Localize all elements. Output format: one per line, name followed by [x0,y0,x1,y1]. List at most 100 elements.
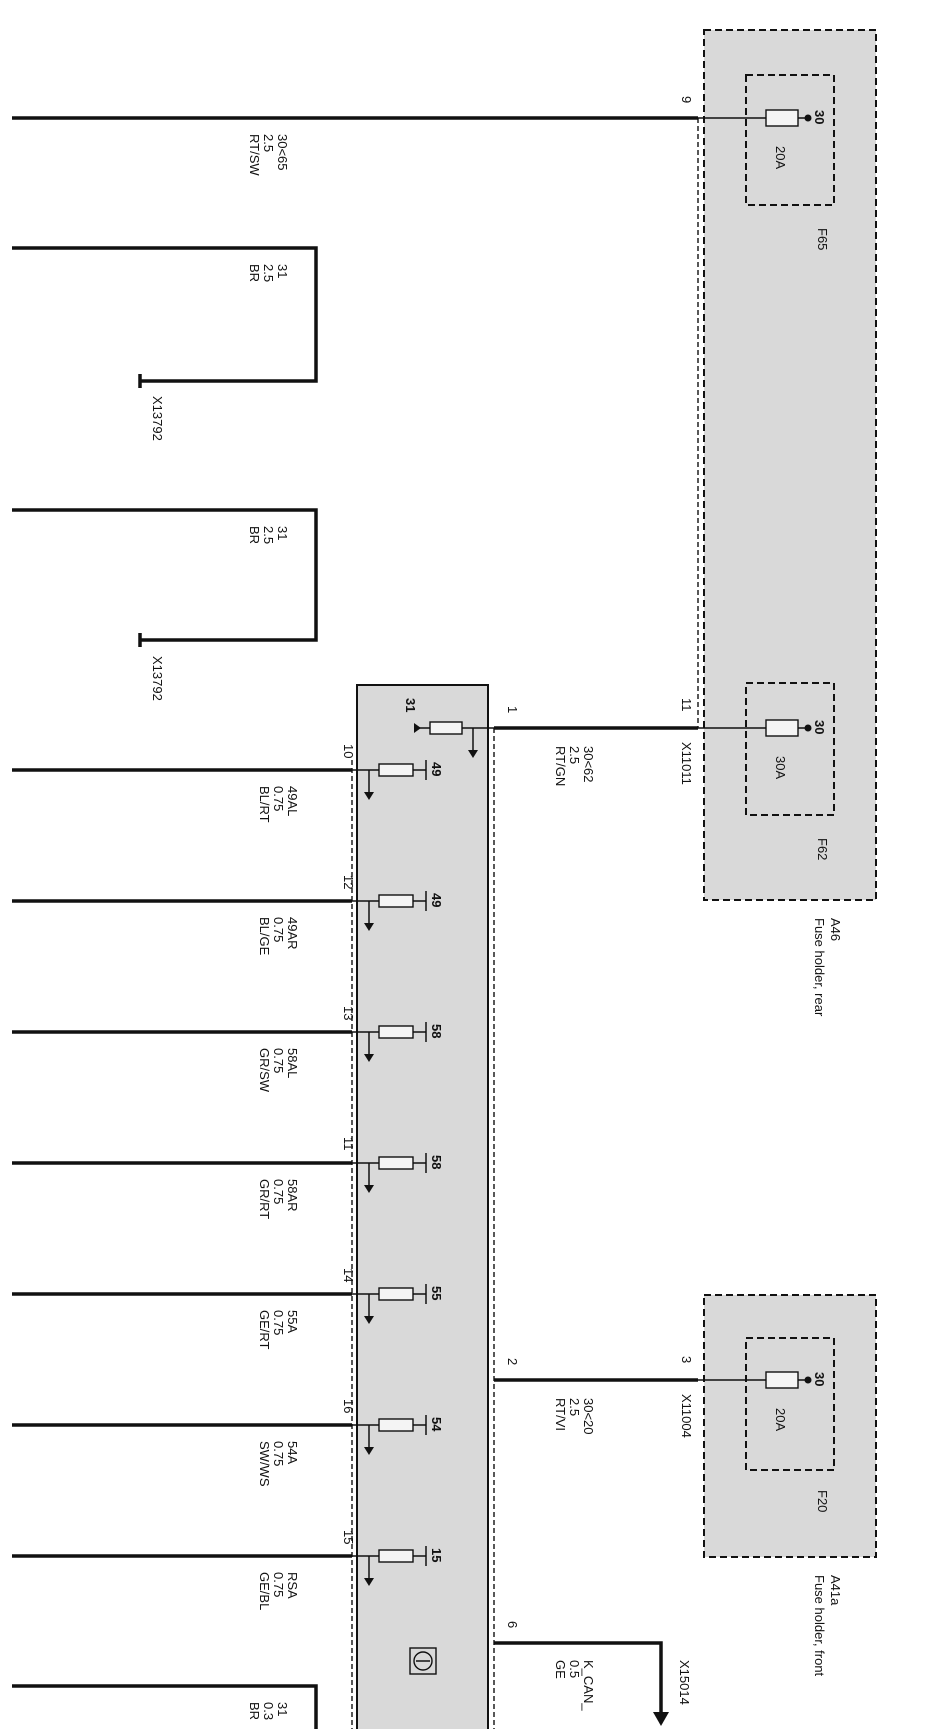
output-signal: RSA [285,1572,300,1599]
wire-k-can-gauge: 0.5 [567,1660,582,1678]
output-ground-arrow [364,792,374,800]
fuse-f65-rating: 20A [773,146,788,169]
module-symbol-frame [409,1647,437,1675]
fuse-f62-terminal: 30 [812,720,827,734]
output-signal: 58AR [285,1179,300,1212]
output-gauge: 0.75 [271,1572,286,1597]
output-color: GR/SW [257,1048,272,1093]
wire-30-62-color: RT/GN [553,746,568,786]
output-pin: 15 [341,1530,356,1544]
module-input-6-pin: 6 [505,1621,520,1628]
output-signal: 54A [285,1441,300,1464]
module-input-pin-6: 6 K_CAN_ 0.5 GE X15014 [494,1621,692,1726]
wire-k-can-color: GE [553,1660,568,1679]
wire-30-20-color: RT/VI [553,1398,568,1431]
fuse-f20-terminal-dot [804,1376,812,1384]
module-input-1-pin: 1 [505,706,520,713]
output-signal: 55A [285,1310,300,1333]
output-signal: 49AL [285,786,300,816]
wire-31-1-gauge: 2.5 [261,264,276,282]
fuse-holder-front-body [704,1295,876,1557]
wire-31-2-gauge: 2.5 [261,526,276,544]
output-color: BL/RT [257,786,272,823]
fuse-holder-front: 30 20A F20 3 X11004 A41a Fuse holder, fr… [679,1294,877,1677]
wire-k-can [494,1641,663,1712]
fuse-f20-element [765,1371,799,1389]
module-ground-element: 31 [403,698,494,758]
module-symbol [409,1647,437,1675]
output-ground-arrow [364,1054,374,1062]
output-ground-arrow [364,1316,374,1324]
fuse-f62-rating: 30A [773,756,788,779]
output-terminal: 55 [429,1286,444,1300]
output-ground-arrow [364,1185,374,1193]
wire-30-62-gauge: 2.5 [567,746,582,764]
wire-31-2-color: BR [247,526,262,544]
output-gauge: 0.75 [271,786,286,811]
wire-30-65-terminal: 30<65 [275,134,290,171]
output-terminal: 15 [429,1548,444,1562]
output-terminal: 49 [429,893,444,907]
ground-x13792-1: X13792 [150,396,165,441]
output-terminal: 54 [429,1417,444,1432]
output-color: GR/RT [257,1179,272,1219]
module-ground-arrow [468,750,478,758]
output-color: GE/BL [257,1572,272,1610]
fuse-holder-front-name: Fuse holder, front [812,1575,827,1677]
output-terminal: 58 [429,1155,444,1169]
module-ground-marker [414,723,421,733]
fuse-holder-rear-name: Fuse holder, rear [812,918,827,1017]
output-resistor [378,894,414,908]
wire-31-2-terminal: 31 [275,526,290,540]
bottom-wire-31: 31 0.3 BR [12,1684,318,1729]
fuse-f20: 30 20A F20 3 X11004 [679,1337,835,1512]
module-symbol-circle [413,1651,433,1671]
fuse-f20-terminal: 30 [812,1372,827,1386]
wire-31-1-color: BR [247,264,262,282]
output-resistor [378,1418,414,1432]
fuse-holder-front-id: A41a [828,1575,843,1606]
module-outputs: 491049AL0.75BL/RT491249AR0.75BL/GE581358… [12,744,444,1610]
fuse-f65: 30 20A F65 9 [679,74,835,250]
fuse-f65-terminal-dot [804,114,812,122]
output-gauge: 0.75 [271,1179,286,1204]
left-wire-ground-2: 31 2.5 BR X13792 [12,508,318,701]
output-pin: 11 [341,1137,356,1151]
output-ground-arrow [364,923,374,931]
fuse-f65-pin: 9 [679,96,694,103]
output-color: BL/GE [257,917,272,956]
fuse-f65-terminal: 30 [812,110,827,124]
output-ground-arrow [364,1447,374,1455]
fuse-f65-element [765,109,799,127]
fuse-f62-element [765,719,799,737]
fuse-f62-terminal-dot [804,724,812,732]
connector-x11011: X11011 [679,742,694,785]
output-terminal: 58 [429,1024,444,1038]
output-resistor [378,1025,414,1039]
output-signal: 49AR [285,917,300,950]
fuse-f65-outline [745,74,835,206]
output-ground-arrow [364,1578,374,1586]
fuse-holder-rear-id: A46 [828,918,843,941]
wire-30-65-color: RT/SW [247,134,262,176]
wire-31-ground-2 [12,508,318,642]
wire-k-can-terminal: K_CAN_ [581,1660,596,1711]
output-terminal: 49 [429,762,444,776]
wire-31-bottom-gauge: 0.3 [261,1702,276,1720]
output-pin: 13 [341,1006,356,1020]
output-pin: 12 [341,875,356,889]
k-can-arrow [653,1712,669,1726]
output-resistor [378,1287,414,1301]
wire-30-20-gauge: 2.5 [567,1398,582,1416]
module-ground-pin: 31 [403,698,418,712]
connector-x11004: X11004 [679,1394,694,1438]
fuse-f62-id: F62 [815,838,830,860]
ground-x13792-2: X13792 [150,656,165,701]
wire-31-bottom [12,1684,318,1729]
fuse-f20-outline [745,1337,835,1471]
